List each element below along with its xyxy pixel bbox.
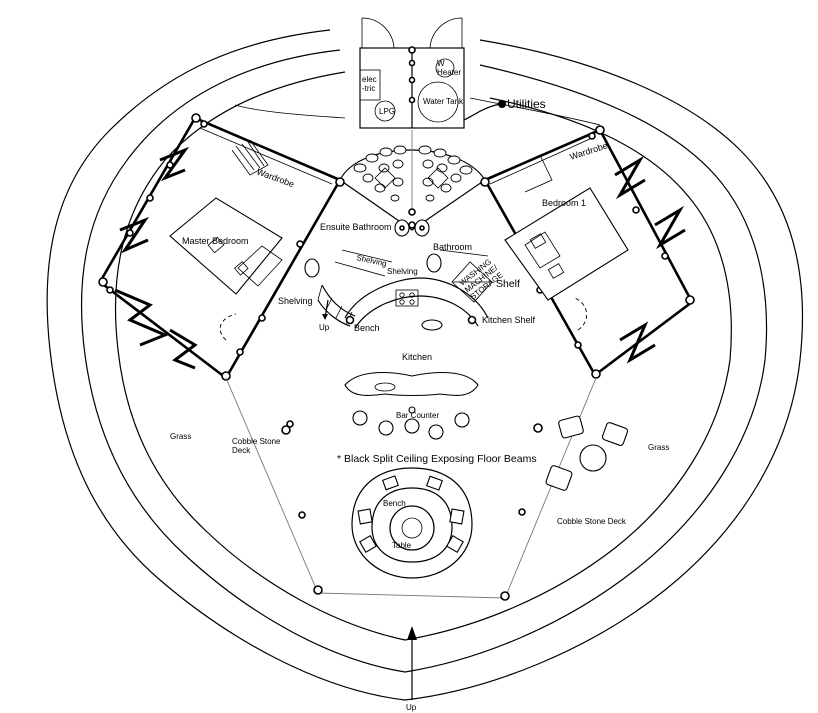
label-table: Table [392, 541, 412, 550]
deck-perimeter [225, 377, 597, 601]
wall-posts [98, 113, 695, 381]
label-shelf: Shelf [496, 278, 520, 290]
label-utilities: Utilities [507, 97, 546, 111]
label-cobble-right: Cobble Stone Deck [557, 517, 627, 526]
label-master-bedroom: Master Bedroom [182, 236, 249, 246]
utilities-pointer [463, 100, 506, 121]
label-wardrobe-right: Wardrobe [569, 140, 609, 162]
label-ceiling-note: * Black Split Ceiling Exposing Floor Bea… [337, 453, 537, 465]
lounge-furniture [545, 415, 629, 491]
label-bedroom-1: Bedroom 1 [542, 198, 586, 208]
label-bench-dining: Bench [383, 499, 406, 508]
label-wardrobe-left: Wardrobe [255, 166, 295, 189]
label-lpg: LPG [379, 107, 395, 116]
bathroom-fixtures [304, 219, 489, 278]
label-kitchen-shelf: Kitchen Shelf [482, 315, 536, 325]
label-shelving-2: Shelving [387, 267, 418, 276]
label-bench-kitchen: Bench [354, 323, 380, 333]
entry-arrow [407, 626, 417, 700]
label-bar-counter: Bar Counter [396, 411, 439, 420]
label-grass-left: Grass [170, 432, 191, 441]
label-ensuite-bathroom: Ensuite Bathroom [320, 222, 392, 232]
cobblestone-courtyard [339, 130, 486, 231]
label-bathroom: Bathroom [433, 242, 472, 252]
label-shelving-1: Shelving [356, 253, 388, 268]
dining-set [351, 467, 473, 579]
label-electric: elec-tric [362, 75, 377, 93]
kitchen-counter [344, 261, 493, 331]
master-bedroom-furniture [169, 139, 283, 341]
label-up-stairs: Up [319, 323, 330, 332]
label-shelving-3: Shelving [278, 296, 313, 306]
wall-hatching [114, 146, 686, 370]
label-grass-right: Grass [648, 443, 669, 452]
utilities-room [359, 17, 465, 129]
label-up-entry: Up [406, 703, 417, 712]
label-water-tank: Water Tank [423, 97, 464, 106]
bar-counter [344, 371, 479, 440]
bedroom-1-furniture [504, 154, 629, 331]
terrain-contours [46, 29, 804, 701]
label-kitchen: Kitchen [402, 352, 432, 362]
